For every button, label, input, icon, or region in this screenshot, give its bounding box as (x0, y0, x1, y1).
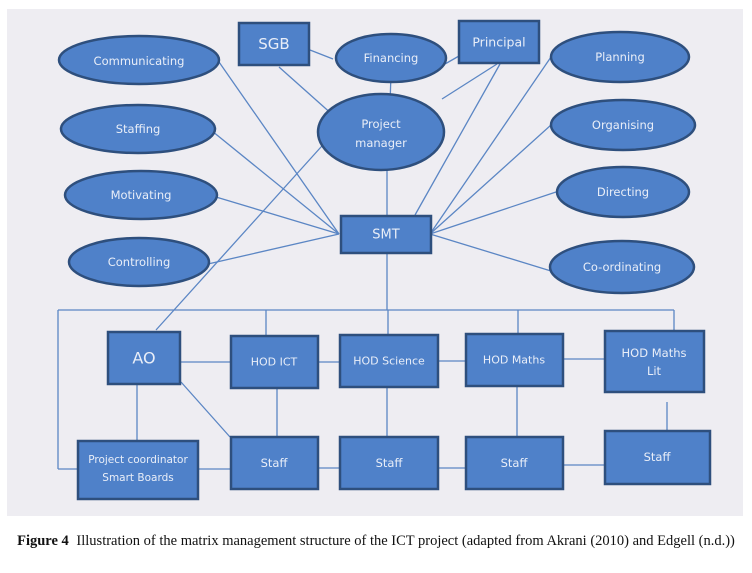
node-hod-maths: HOD Maths (464, 332, 565, 388)
figure-caption: Figure 4 Illustration of the matrix mana… (0, 532, 752, 550)
node-sgb: SGB (237, 21, 311, 67)
node-label-line2: Lit (647, 364, 662, 378)
node-label: Staffing (116, 122, 161, 136)
node-coordinating: Co-ordinating (548, 239, 696, 295)
org-diagram: Communicating Staffing Motivating Contro… (7, 9, 743, 516)
node-label: AO (132, 349, 155, 368)
node-label: Controlling (108, 255, 171, 269)
diagram-canvas: Communicating Staffing Motivating Contro… (57, 19, 712, 501)
node-label: Directing (597, 185, 649, 199)
node-label-line2: Smart Boards (102, 472, 173, 484)
node-staff-maths-lit: Staff (603, 429, 712, 486)
node-label: Planning (595, 50, 645, 64)
node-directing: Directing (555, 165, 691, 219)
node-label: SGB (258, 35, 289, 53)
node-label-line2: manager (355, 136, 407, 150)
edge-sgb-financing (309, 49, 334, 60)
edge-ao-staff (180, 381, 231, 438)
node-label: HOD Maths (483, 354, 545, 367)
node-motivating: Motivating (63, 169, 219, 221)
node-smt: SMT (339, 214, 433, 255)
node-staff-ict: Staff (229, 435, 320, 491)
caption-label: Figure 4 (17, 533, 69, 549)
node-label: Communicating (94, 54, 185, 68)
node-label: HOD ICT (251, 356, 298, 369)
edge-controlling-smt (207, 233, 340, 265)
node-project-coordinator: Project coordinator Smart Boards (76, 439, 200, 501)
node-financing: Financing (334, 32, 448, 84)
node-label-line1: Project coordinator (88, 454, 188, 466)
node-label: SMT (372, 228, 399, 243)
edge-planning-smt (429, 56, 552, 235)
caption-text: Illustration of the matrix management st… (76, 533, 735, 549)
connector-lines (57, 49, 675, 470)
edge-sgb-project-manager (278, 66, 335, 117)
node-label: HOD Science (353, 355, 425, 368)
node-label: Co-ordinating (583, 260, 661, 274)
node-planning: Planning (549, 30, 691, 84)
node-organising: Organising (549, 98, 697, 152)
node-label: Staff (501, 456, 529, 470)
node-label-line1: Project (361, 117, 401, 131)
node-hod-science: HOD Science (338, 333, 440, 389)
node-label: Organising (592, 118, 654, 132)
edge-directing-smt (429, 191, 557, 235)
node-staff-maths: Staff (464, 435, 565, 491)
node-label: Staff (644, 450, 672, 464)
node-label-line1: HOD Maths (622, 346, 687, 360)
edge-principal-project-manager (441, 63, 498, 100)
node-label: Principal (472, 35, 525, 50)
edge-organising-smt (429, 124, 552, 235)
node-staffing: Staffing (59, 103, 217, 155)
node-communicating: Communicating (57, 34, 221, 86)
node-label: Staff (376, 456, 404, 470)
edge-motivating-smt (215, 196, 340, 235)
node-controlling: Controlling (67, 236, 211, 288)
edge-project-manager-ao (155, 136, 331, 331)
node-hod-ict: HOD ICT (229, 334, 320, 390)
node-principal: Principal (457, 19, 541, 65)
edge-coordinating-smt (429, 233, 552, 272)
edge-financing-principal (444, 55, 460, 65)
node-label: Financing (364, 51, 419, 65)
node-label: Motivating (111, 188, 172, 202)
edge-principal-smt (414, 63, 501, 216)
node-staff-science: Staff (338, 435, 440, 491)
edge-communicating-smt (218, 61, 340, 235)
edge-staffing-smt (211, 130, 340, 235)
node-label: Staff (261, 456, 289, 470)
node-project-manager: Project manager (316, 92, 446, 172)
node-ao: AO (106, 330, 182, 386)
node-hod-maths-lit: HOD Maths Lit (603, 329, 706, 394)
